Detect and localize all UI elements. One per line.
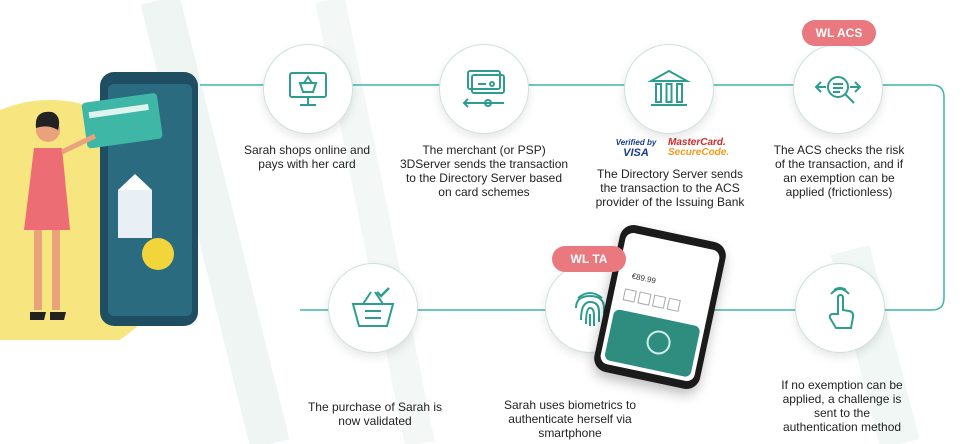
wl-ta-badge: WL TA	[552, 246, 626, 272]
bank-icon	[647, 69, 691, 106]
phone-amount: €89.99	[630, 271, 657, 286]
fingerprint-icon	[575, 292, 605, 326]
phone-fingerprint-icon	[644, 328, 673, 357]
phone-code-boxes	[622, 288, 681, 312]
step-4-caption: The ACS checks the risk of the transacti…	[773, 143, 905, 199]
step-3-circle	[624, 44, 714, 134]
step-1-caption: Sarah shops online and pays with her car…	[243, 143, 371, 171]
verified-by-text: Verified by	[615, 138, 657, 147]
shopping-basket-monitor-icon	[289, 72, 327, 106]
step-7-caption: The purchase of Sarah is now validated	[307, 400, 443, 428]
step-3-caption: The Directory Server sends the transacti…	[595, 167, 745, 209]
mastercard-text: MasterCard.	[668, 137, 726, 148]
step-5-circle	[795, 263, 885, 353]
basket-check-icon	[351, 287, 395, 327]
visa-text: VISA	[623, 147, 649, 159]
step-2-circle	[439, 44, 529, 134]
wl-acs-badge: WL ACS	[802, 20, 876, 46]
step-7-circle	[328, 263, 418, 353]
securecode-text: SecureCode.	[668, 147, 730, 158]
phone-biometric-panel	[603, 308, 701, 378]
risk-scan-icon	[814, 76, 862, 104]
step-2-caption: The merchant (or PSP) 3DServer sends the…	[399, 143, 569, 199]
step-6-caption: Sarah uses biometrics to authenticate he…	[503, 398, 637, 440]
mastercard-securecode-logo: MasterCard. SecureCode.	[668, 138, 730, 158]
step-4-circle	[793, 44, 883, 134]
step-1-circle	[263, 44, 353, 134]
step-5-caption: If no exemption can be applied, a challe…	[781, 378, 903, 434]
verified-by-visa-logo: Verified by VISA	[611, 138, 661, 159]
sarah-shopping-illustration	[0, 72, 198, 340]
connector-right	[300, 84, 945, 311]
touch-hand-icon	[828, 287, 855, 329]
card-transfer-icon	[462, 70, 505, 108]
